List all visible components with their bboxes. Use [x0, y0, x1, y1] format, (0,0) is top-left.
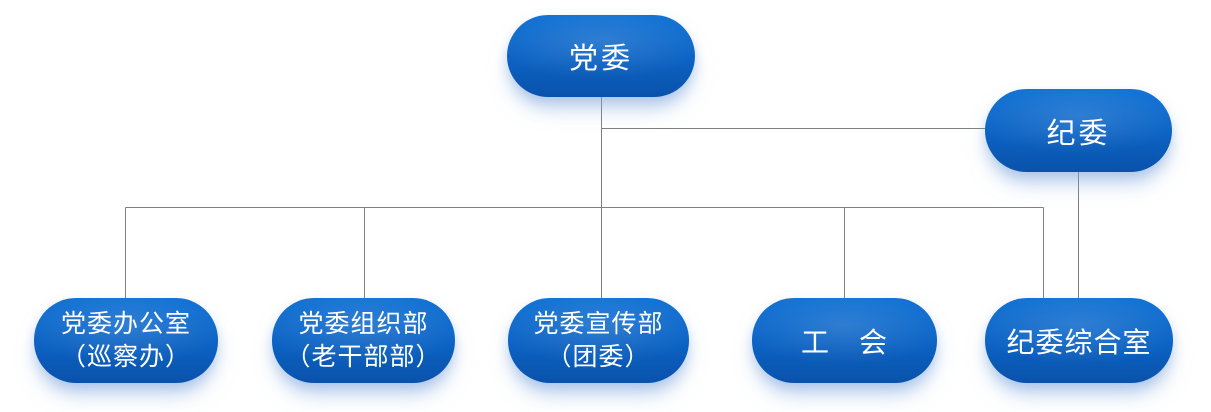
org-node-sublabel: （老干部部）: [285, 343, 442, 371]
org-node-discipline-office: 纪委综合室: [985, 298, 1173, 383]
org-node-label: 党委: [568, 43, 633, 75]
org-node-label: 党委宣传部: [533, 310, 664, 338]
org-node-party-office: 党委办公室 （巡察办）: [34, 298, 218, 383]
org-node-discipline-committee: 纪委: [985, 89, 1172, 172]
org-node-sublabel: （团委）: [546, 343, 651, 371]
org-node-label: 党委办公室: [60, 310, 191, 338]
org-node-label: 纪委综合室: [1006, 327, 1152, 359]
org-node-label: 纪委: [1046, 117, 1111, 150]
org-node-label: 工 会: [800, 327, 888, 359]
org-node-organization-dept: 党委组织部 （老干部部）: [272, 298, 455, 383]
org-node-publicity-dept: 党委宣传部 （团委）: [508, 298, 689, 383]
org-node-labor-union: 工 会: [752, 298, 937, 383]
org-node-label: 党委组织部: [298, 310, 429, 338]
org-node-party-committee: 党委: [507, 15, 695, 97]
org-node-sublabel: （巡察办）: [60, 343, 191, 371]
